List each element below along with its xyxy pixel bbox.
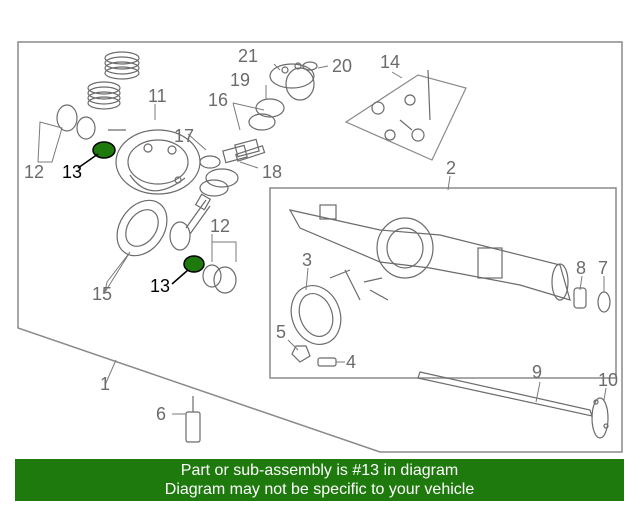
pinion-flange — [269, 62, 315, 101]
callout-12a: 12 — [24, 162, 44, 182]
pinion-gear — [169, 193, 212, 251]
callout-7: 7 — [598, 258, 608, 278]
callout-13b: 13 — [150, 276, 170, 296]
differential-cover — [290, 285, 342, 345]
callout-2: 2 — [446, 158, 456, 178]
kit-parts — [371, 69, 431, 142]
axle-bearing — [573, 287, 587, 309]
callout-1: 1 — [100, 374, 110, 394]
callout-10: 10 — [598, 370, 618, 390]
shim-stack-upper — [104, 51, 140, 80]
callout-8: 8 — [576, 258, 586, 278]
callout-9: 9 — [532, 362, 542, 382]
leader-lines-13 — [77, 153, 189, 285]
axle-shaft — [417, 371, 609, 439]
shim-stack-lower — [87, 81, 121, 110]
banner-line-2: Diagram may not be specific to your vehi… — [164, 481, 475, 498]
leader-lines — [37, 63, 607, 415]
cover-bolts — [291, 269, 389, 367]
kit-panel — [344, 74, 467, 161]
callout-19: 19 — [230, 70, 250, 90]
callout-6: 6 — [156, 404, 166, 424]
callout-15: 15 — [92, 284, 112, 304]
callout-3: 3 — [302, 250, 312, 270]
highlighted-part-13 — [92, 141, 205, 273]
info-banner: Part or sub-assembly is #13 in diagram D… — [15, 459, 624, 501]
ring-gear — [116, 199, 168, 257]
pinion-seal-lower[interactable] — [183, 255, 205, 273]
callout-17: 17 — [174, 126, 194, 146]
axle-seal — [597, 291, 611, 313]
callout-14: 14 — [380, 52, 400, 72]
bearing-cup-left — [56, 104, 126, 140]
callout-21: 21 — [238, 46, 258, 66]
pinion-nut — [302, 61, 318, 71]
axle-housing — [288, 204, 571, 301]
housing-subassembly-box — [269, 187, 617, 379]
callout-20: 20 — [332, 56, 352, 76]
differential-carrier-case — [115, 129, 201, 195]
callout-18: 18 — [262, 162, 282, 182]
cross-shaft — [235, 145, 266, 162]
assembly-outline — [17, 41, 623, 453]
pinion-seal-upper[interactable] — [92, 141, 116, 159]
callout-13a: 13 — [62, 162, 82, 182]
bearing-cup-lower — [202, 264, 237, 294]
callout-4: 4 — [346, 352, 356, 372]
callout-16: 16 — [208, 90, 228, 110]
callout-12b: 12 — [210, 216, 230, 236]
banner-line-1: Part or sub-assembly is #13 in diagram — [180, 462, 459, 479]
callout-5: 5 — [276, 322, 286, 342]
sealant-tube — [185, 396, 201, 443]
callout-11: 11 — [148, 86, 167, 106]
